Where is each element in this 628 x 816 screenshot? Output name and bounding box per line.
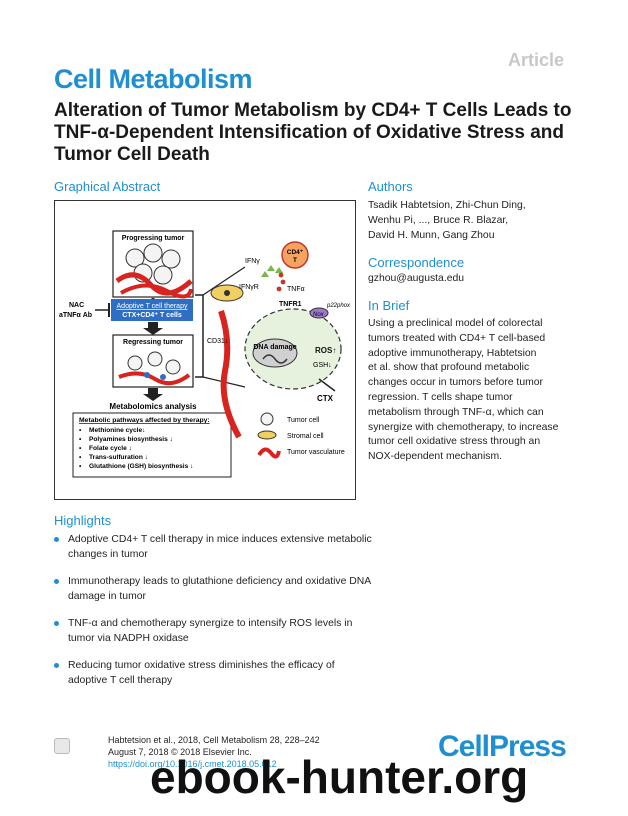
pathways-title: Metabolic pathways affected by therapy:	[79, 417, 210, 424]
in-brief-line: changes occur in tumors before tumor	[368, 377, 543, 389]
ctx-label: CTX	[317, 394, 334, 403]
watermark: ebook-hunter.org	[150, 751, 529, 803]
legend-tumor-cell-icon	[260, 412, 274, 426]
therapy-label-1: Adoptive T cell therapy	[117, 303, 188, 310]
legend-stromal-cell-icon	[257, 430, 277, 440]
highlight-item: Reducing tumor oxidative stress diminish…	[54, 658, 374, 688]
doi-link[interactable]: https://doi.org/10.1016/j.cmet.2018.05.0…	[108, 759, 277, 769]
therapy-box	[111, 299, 193, 321]
cd4-label: CD4⁺	[287, 249, 304, 256]
therapy-label-2: CTX+CD4⁺ T cells	[122, 312, 182, 319]
in-brief-text: Using a preclinical model of colorectal …	[368, 317, 584, 465]
svg-text:•: •	[79, 436, 82, 443]
nox-label: Nox	[313, 312, 325, 318]
mechanism-bracket	[195, 294, 204, 378]
ifng-label: IFNγ	[245, 258, 260, 265]
dna-damage-label: DNA damage	[253, 344, 296, 351]
article-title: Alteration of Tumor Metabolism by CD4+ T…	[54, 100, 572, 165]
ros-label: ROS↑	[315, 346, 336, 355]
pathway-item: Polyamines biosynthesis ↓	[89, 436, 173, 443]
metabolomics-label: Metabolomics analysis	[109, 402, 197, 411]
svg-text:•: •	[79, 463, 82, 470]
legend-vasculature-icon	[257, 447, 281, 459]
tnfr1-label: TNFR1	[279, 301, 302, 308]
bullet-icon	[54, 579, 59, 584]
author-line: David H. Munn, Gang Zhou	[368, 229, 495, 241]
authors-list: Tsadik Habtetsion, Zhi-Chun Ding, Wenhu …	[368, 199, 578, 243]
in-brief-line: Using a preclinical model of colorectal	[368, 318, 543, 329]
graphical-abstract-figure: Progressing tumor Adoptive T cell therap…	[54, 200, 356, 500]
in-brief-line: metabolism through TNF-α, which can	[368, 406, 544, 418]
progressing-tumor-label: Progressing tumor	[122, 235, 185, 242]
in-brief-line: adoptive immunotherapy, Habtetsion	[368, 347, 537, 359]
tnfa-label: TNFα	[287, 286, 305, 293]
gsh-label: GSH↓	[313, 362, 332, 369]
nac-label: NAC	[69, 302, 84, 309]
correspondence-heading: Correspondence	[368, 255, 465, 270]
author-line: Tsadik Habtetsion, Zhi-Chun Ding,	[368, 200, 526, 211]
article-tag: Article	[508, 50, 565, 70]
p22-label: p22phox	[326, 303, 351, 309]
in-brief-line: regression. T cells shape tumor	[368, 391, 513, 403]
arrow-down-3	[143, 388, 163, 401]
svg-text:•: •	[79, 445, 82, 452]
stromal-nucleus	[224, 290, 230, 296]
highlights-heading: Highlights	[54, 513, 112, 528]
citation-line: Habtetsion et al., 2018, Cell Metabolism…	[108, 735, 320, 745]
ifng-molecules	[261, 265, 283, 277]
bullet-icon	[54, 537, 59, 542]
pathway-item: Methionine cycle↓	[89, 427, 145, 434]
legend-tumor-cell: Tumor cell	[287, 417, 320, 424]
regressing-tumor-cells	[118, 351, 191, 386]
pathway-item: Glutathione (GSH) biosynthesis ↓	[89, 463, 193, 470]
tnfa-molecules	[276, 272, 286, 292]
in-brief-line: tumors treated with CD4+ T cell-based	[368, 332, 546, 344]
in-brief-line: et al. show that profound metabolic	[368, 362, 530, 374]
in-brief-line: tumor cell oxidative stress through an	[368, 436, 541, 448]
regressing-tumor-label: Regressing tumor	[123, 339, 183, 346]
journal-title: Cell Metabolism	[54, 64, 253, 94]
cd4-t-cell	[281, 241, 309, 269]
pathway-item: Folate cycle ↓	[89, 445, 132, 452]
cd31-label: CD31↓	[207, 338, 228, 345]
bullet-icon	[54, 621, 59, 626]
citation-date: August 7, 2018 © 2018 Elsevier Inc.	[108, 747, 252, 757]
correspondence-email[interactable]: gzhou@augusta.edu	[368, 273, 465, 284]
dna-strand	[262, 354, 288, 364]
arrow-down-2	[143, 322, 163, 335]
publisher-logo-icon	[54, 738, 70, 754]
cellpress-logo: CellPress	[438, 730, 567, 763]
pathways-box	[72, 412, 232, 478]
progressing-tumor-cells	[115, 243, 193, 299]
nox-complex	[309, 307, 329, 319]
pathways-list: • Methionine cycle↓ • Polyamines biosynthe…	[79, 427, 193, 470]
bullet-icon	[54, 663, 59, 668]
ifngr-label: IFNγR	[239, 284, 259, 291]
highlight-item: Immunotherapy leads to glutathione defic…	[54, 574, 374, 604]
highlight-item: TNF-α and chemotherapy synergize to inte…	[54, 616, 374, 646]
pathway-item: Trans-sulfuration ↓	[89, 454, 148, 461]
ctx-arrow	[318, 378, 336, 392]
tumor-vasculature-graphic	[218, 310, 242, 439]
zoom-line-top	[202, 266, 246, 296]
highlights-list: Adoptive CD4+ T cell therapy in mice ind…	[54, 532, 374, 700]
in-brief-heading: In Brief	[368, 298, 410, 313]
in-brief-line: NOX-dependent mechanism.	[368, 451, 502, 463]
cd4-t-label: T	[293, 257, 297, 264]
atnf-ab-label: aTNFα Ab	[59, 312, 92, 319]
in-brief-line: synergize with chemotherapy, to increase	[368, 421, 559, 433]
svg-text:•: •	[79, 454, 82, 461]
author-line: Wenhu Pi, ..., Bruce R. Blazar,	[368, 214, 509, 226]
citation-footer: Habtetsion et al., 2018, Cell Metabolism…	[108, 734, 320, 770]
highlight-item: Adoptive CD4+ T cell therapy in mice ind…	[54, 532, 374, 562]
authors-heading: Authors	[368, 179, 413, 194]
graphical-abstract-heading: Graphical Abstract	[54, 179, 161, 194]
svg-text:•: •	[79, 427, 82, 434]
legend-vasculature: Tumor vasculature	[287, 449, 345, 456]
legend-stromal-cell: Stromal cell	[287, 433, 324, 440]
